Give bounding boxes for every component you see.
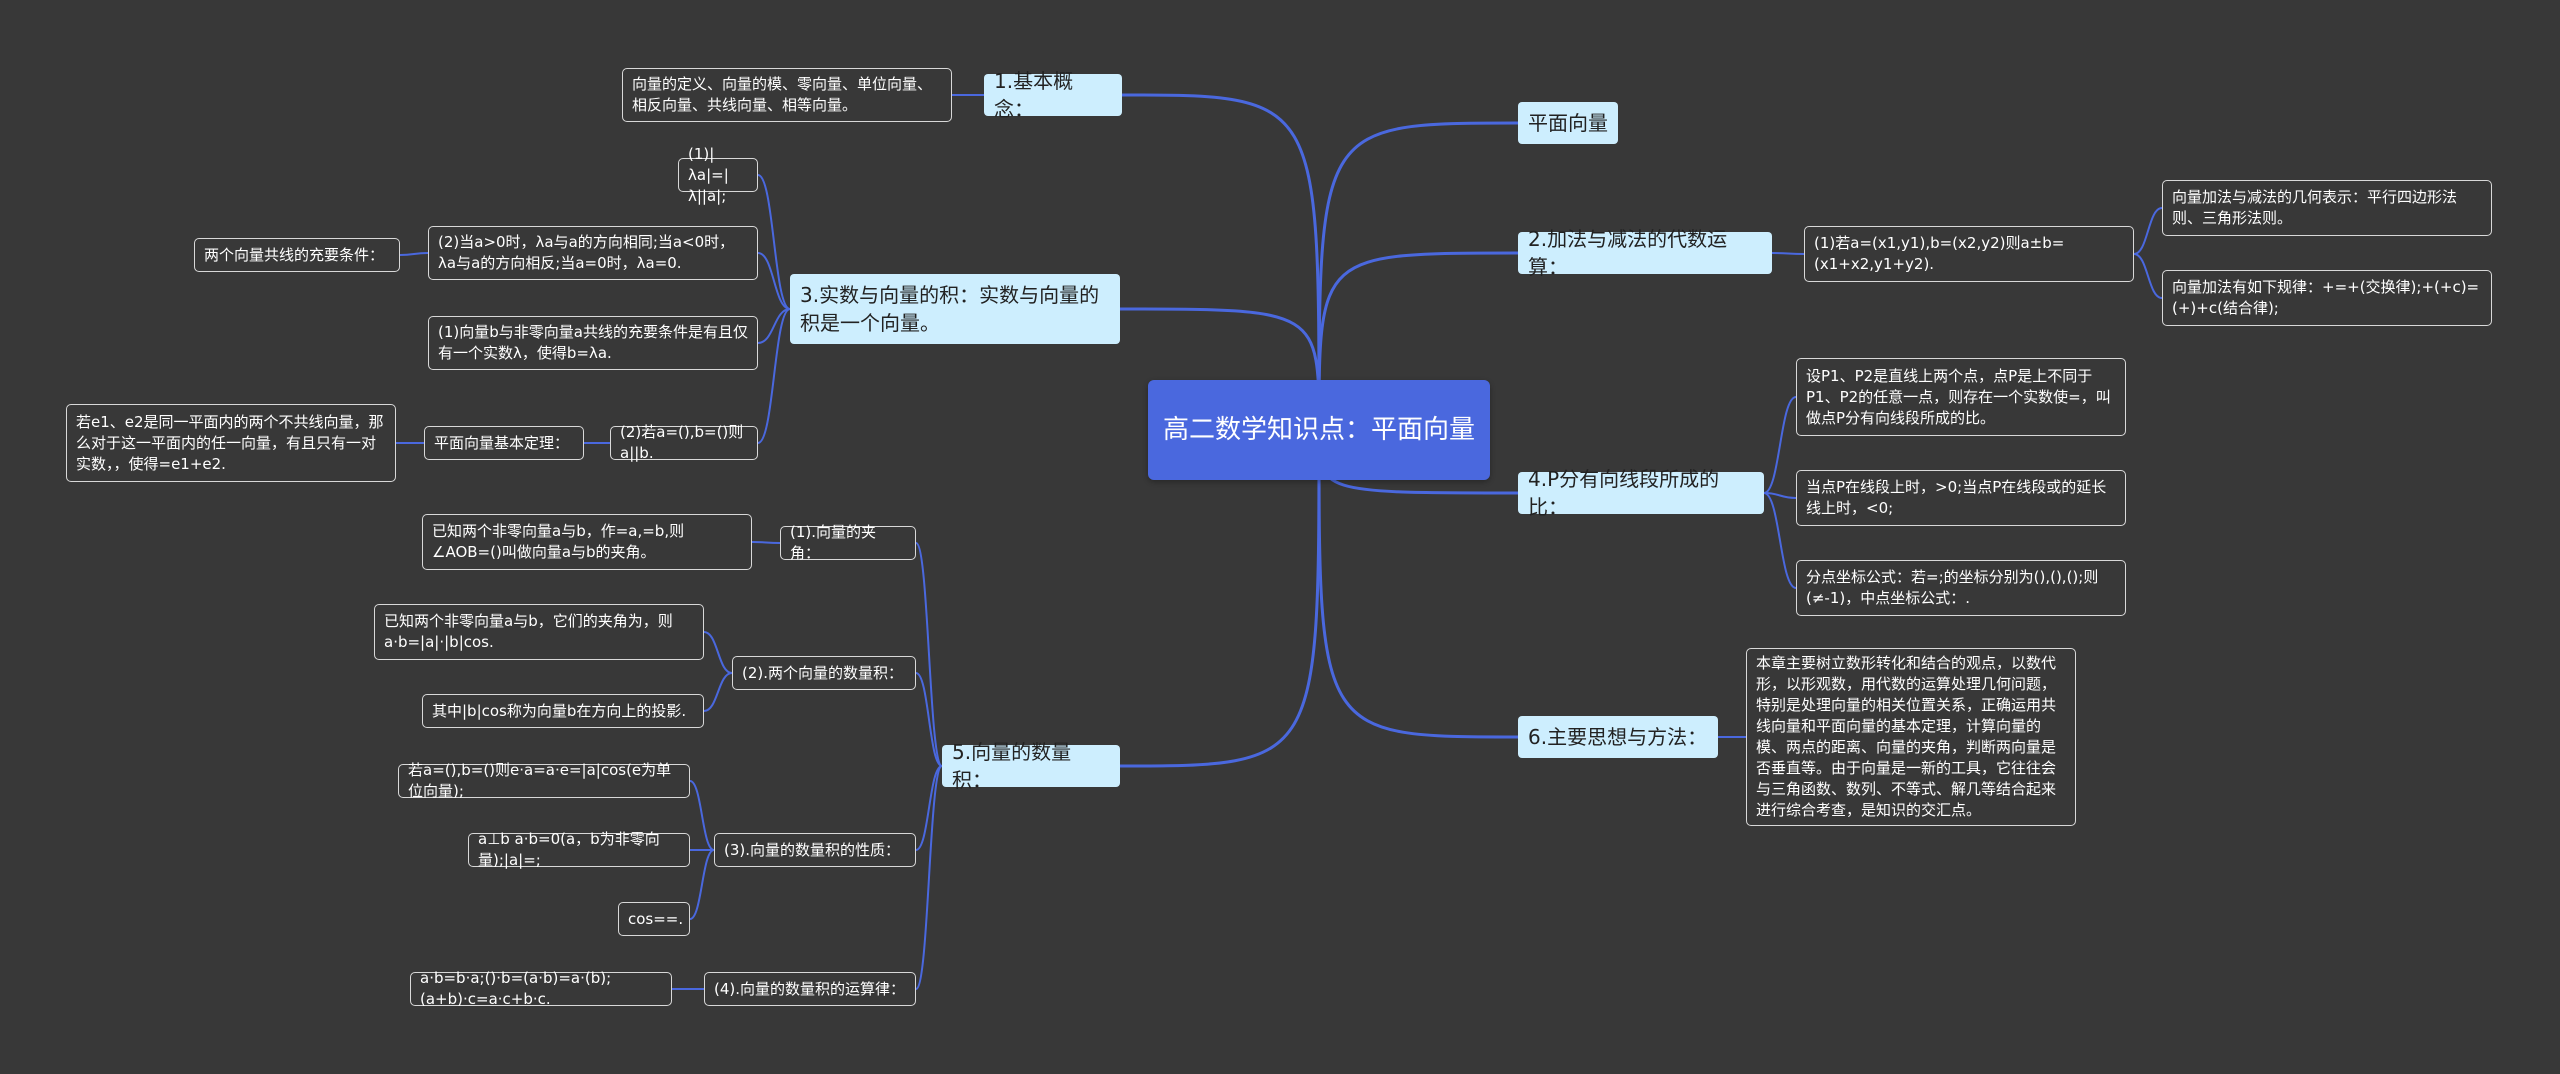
- connector-branch-main-ideas: [1317, 429, 1519, 739]
- connector-leaf-dot-definition-desc: [703, 631, 733, 674]
- connector-leaf-dot-definition: [915, 672, 943, 767]
- leaf-property-1[interactable]: 若a=(),b=()则e·a=a·e=|a|cos(e为单位向量);: [398, 761, 690, 800]
- connector-branch-addition-subtraction: [1317, 251, 1519, 431]
- connector-leaf-collinear-condition-note: [399, 252, 429, 256]
- leaf-addition-laws[interactable]: 向量加法有如下规律：+=+(交换律);+(+c)=(+)+c(结合律);: [2162, 270, 2492, 326]
- connector-leaf-ratio-range: [1763, 492, 1797, 499]
- leaf-dot-properties[interactable]: (3).向量的数量积的性质：: [714, 833, 916, 867]
- root-topic[interactable]: 高二数学知识点：平面向量: [1148, 380, 1490, 480]
- connector-leaf-dot-properties: [915, 765, 943, 851]
- connector-leaf-property-1: [689, 780, 715, 851]
- leaf-operation-laws-desc[interactable]: a·b=b·a;()·b=(a·b)=a·(b);(a+b)·c=a·c+b·c…: [410, 969, 672, 1008]
- leaf-property-2[interactable]: a⊥b a·b=0(a，b为非零向量);|a|=;: [468, 830, 690, 869]
- leaf-dot-definition[interactable]: (2).两个向量的数量积：: [732, 656, 916, 690]
- leaf-angle[interactable]: (1).向量的夹角：: [780, 523, 916, 562]
- connector-leaf-operation-laws: [915, 765, 943, 990]
- leaf-coordinate-collinear[interactable]: (2)若a=(),b=()则a||b.: [610, 423, 758, 462]
- leaf-dot-definition-desc[interactable]: 已知两个非零向量a与b，它们的夹角为，则a·b=|a|·|b|cos.: [374, 604, 704, 660]
- branch-planar-vector[interactable]: 平面向量: [1518, 102, 1618, 144]
- leaf-geometric-representation[interactable]: 向量加法与减法的几何表示：平行四边形法则、三角形法则。: [2162, 180, 2492, 236]
- branch-main-ideas[interactable]: 6.主要思想与方法：: [1518, 716, 1718, 758]
- connector-leaf-projection: [703, 672, 733, 712]
- leaf-section-formula[interactable]: 分点坐标公式：若=;的坐标分别为(),(),();则(≠-1)，中点坐标公式：.: [1796, 560, 2126, 616]
- leaf-basic-theorem[interactable]: 平面向量基本定理：: [424, 426, 584, 460]
- leaf-coordinate-addition[interactable]: (1)若a=(x1,y1),b=(x2,y2)则a±b=(x1+x2,y1+y2…: [1804, 226, 2134, 282]
- connector-leaf-collinear-condition: [757, 308, 791, 344]
- connector-leaf-angle: [915, 542, 943, 767]
- connector-leaf-scalar-direction: [757, 252, 791, 310]
- connector-leaf-coordinate-collinear: [757, 308, 791, 444]
- leaf-projection[interactable]: 其中|b|cos称为向量b在方向上的投影.: [422, 694, 704, 728]
- leaf-operation-laws[interactable]: (4).向量的数量积的运算律：: [704, 972, 916, 1006]
- leaf-ratio-definition[interactable]: 设P1、P2是直线上两个点，点P是上不同于P1、P2的任意一点，则存在一个实数使…: [1796, 358, 2126, 436]
- leaf-basic-theorem-desc[interactable]: 若e1、e2是同一平面内的两个不共线向量，那么对于这一平面内的任一向量，有且只有…: [66, 404, 396, 482]
- leaf-collinear-condition-note[interactable]: 两个向量共线的充要条件：: [194, 238, 400, 272]
- connector-leaf-section-formula: [1763, 492, 1797, 589]
- branch-section-ratio[interactable]: 4.P分有向线段所成的比：: [1518, 467, 1764, 519]
- branch-dot-product[interactable]: 5.向量的数量积：: [942, 740, 1120, 792]
- leaf-main-ideas-summary[interactable]: 本章主要树立数形转化和结合的观点，以数代形，以形观数，用代数的运算处理几何问题，…: [1746, 648, 2076, 826]
- branch-scalar-multiplication[interactable]: 3.实数与向量的积：实数与向量的积是一个向量。: [790, 274, 1120, 344]
- connector-leaf-scalar-abs: [757, 174, 791, 310]
- branch-addition-subtraction[interactable]: 2.加法与减法的代数运算：: [1518, 227, 1772, 279]
- leaf-ratio-range[interactable]: 当点P在线段上时，>0;当点P在线段或的延长线上时，<0;: [1796, 470, 2126, 526]
- leaf-basic-definitions[interactable]: 向量的定义、向量的模、零向量、单位向量、相反向量、共线向量、相等向量。: [622, 68, 952, 122]
- leaf-property-3[interactable]: cos==.: [618, 902, 690, 936]
- connector-branch-dot-product: [1119, 429, 1321, 768]
- connector-leaf-addition-laws: [2133, 253, 2163, 299]
- leaf-scalar-abs[interactable]: (1)|λa|=|λ||a|;: [678, 145, 758, 205]
- leaf-scalar-direction[interactable]: (2)当a>0时，λa与a的方向相同;当a<0时，λa与a的方向相反;当a=0时…: [428, 226, 758, 280]
- leaf-angle-desc[interactable]: 已知两个非零向量a与b，作=a,=b,则∠AOB=()叫做向量a与b的夹角。: [422, 514, 752, 570]
- leaf-collinear-condition[interactable]: (1)向量b与非零向量a共线的充要条件是有且仅有一个实数λ，使得b=λa.: [428, 316, 758, 370]
- connector-leaf-geometric-representation: [2133, 207, 2163, 255]
- connector-leaf-property-3: [689, 849, 715, 920]
- connector-leaf-angle-desc: [751, 541, 781, 544]
- connector-leaf-ratio-definition: [1763, 396, 1797, 494]
- connector-leaf-coordinate-addition: [1771, 252, 1805, 255]
- branch-basic-concepts[interactable]: 1.基本概念：: [984, 69, 1122, 121]
- connector-branch-planar-vector: [1317, 121, 1519, 431]
